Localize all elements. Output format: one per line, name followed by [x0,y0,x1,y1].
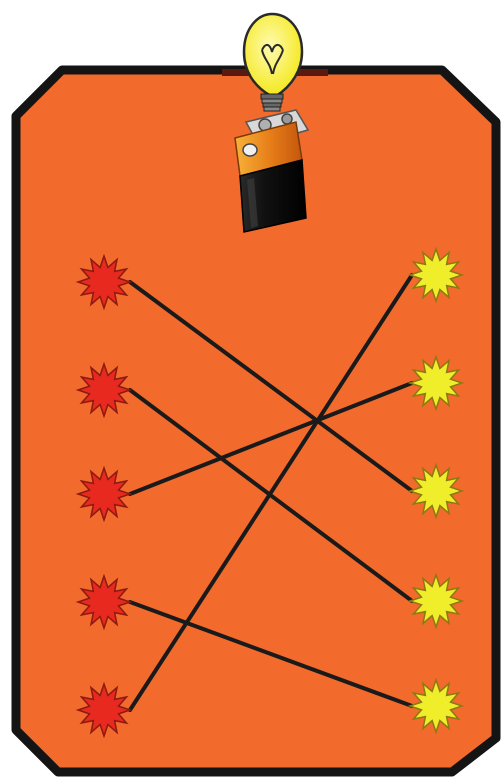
wiring-puzzle-board [0,0,502,777]
